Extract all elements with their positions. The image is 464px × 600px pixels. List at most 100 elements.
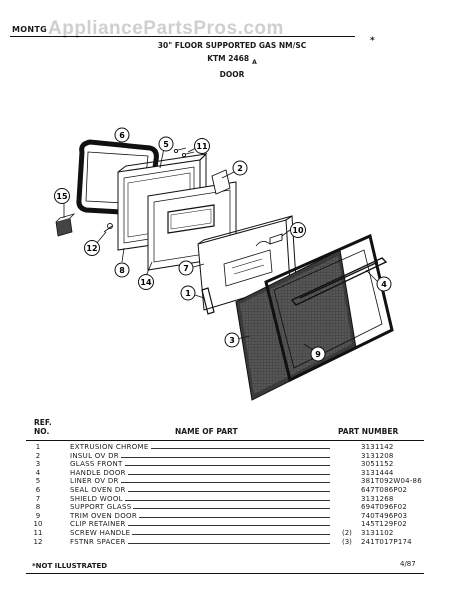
table-row: 3 GLASS FRONT 3051152 [0,460,464,469]
part-handle-door [290,257,388,306]
ref-no: 2 [35,451,41,460]
brand-label: MONTG [12,25,47,34]
callout-15: 15 [54,188,70,204]
ref-no: 5 [35,477,41,486]
column-header-ref-line1: REF. [34,418,52,427]
column-header-name: NAME OF PART [175,427,238,436]
table-row: 4 HANDLE DOOR 3131444 [0,468,464,478]
part-clip-retainer [269,233,283,245]
part-name: TRIM OVEN DOOR [70,511,140,521]
part-extrusion-chrome [201,287,215,315]
svg-text:2: 2 [237,164,243,173]
callout-11: 11 [194,138,210,154]
table-row: 11 SCREW HANDLE (2) 3131102 [0,528,464,538]
ref-no: 11 [33,528,43,537]
svg-text:15: 15 [56,192,68,201]
footnote: *NOT ILLUSTRATED [32,562,108,570]
callout-12: 12 [84,240,100,256]
table-header-rule [26,440,424,441]
column-header-ref: REF. NO. [34,418,52,436]
column-header-part-number: PART NUMBER [338,427,399,436]
part-qty: (3) [341,537,353,547]
svg-text:3: 3 [229,336,235,345]
part-name: CLIP RETAINER [70,520,128,529]
callout-1: 1 [180,285,196,301]
section-title: DOOR [219,70,245,79]
column-header-ref-line2: NO. [34,427,50,436]
part-name: SCREW HANDLE [70,528,133,538]
part-block [55,213,76,237]
revision-date: 4/87 [400,560,416,568]
part-name: SEAL OVEN DR [70,485,128,495]
svg-text:7: 7 [183,264,189,273]
svg-text:12: 12 [86,244,97,253]
callout-6: 6 [114,127,130,143]
callout-10: 10 [290,222,306,238]
part-number: 740T496P03 [361,511,408,520]
callout-9: 9 [310,346,326,362]
callout-3: 3 [224,332,240,348]
table-row: 9 TRIM OVEN DOOR 740T496P03 [0,511,464,521]
page-title: 30" FLOOR SUPPORTED GAS NM/SC [157,41,307,50]
part-name: HANDLE DOOR [70,468,128,478]
svg-text:14: 14 [140,278,152,287]
callout-5: 5 [158,136,174,152]
watermark: AppliancePartsPros.com [48,18,284,39]
part-name: INSUL OV DR [70,451,121,461]
part-name: SUPPORT GLASS [70,503,134,512]
ref-no: 9 [35,511,41,520]
svg-text:11: 11 [196,142,208,151]
ref-no: 4 [35,468,41,477]
part-number: 3131208 [361,451,394,460]
ref-no: 12 [33,537,43,546]
table-row: 6 SEAL OVEN DR 647T086P02 [0,485,464,495]
callout-4: 4 [376,276,392,292]
part-number: 381T092W04-86 [361,477,422,486]
part-fastener-spacer [103,223,113,233]
part-qty: (2) [341,528,353,538]
part-number: 3131102 [361,528,394,537]
part-number: 3131142 [361,443,394,451]
footer-rule [26,573,424,574]
table-row: 10 CLIP RETAINER 145T129F02 [0,520,464,529]
table-row: 1 EXTRUSION CHROME 3131142 [0,443,464,452]
part-name: GLASS FRONT [70,460,125,469]
callout-bubbles: 6 5 11 2 15 12 8 14 7 1 10 4 3 9 [54,127,392,362]
model-label: KTM 2468 [207,54,250,63]
svg-text:1: 1 [185,289,191,298]
part-screws [173,147,195,158]
svg-text:6: 6 [119,131,125,140]
callout-2: 2 [232,160,248,176]
header-rule [10,36,355,37]
svg-text:9: 9 [315,350,321,359]
part-name: EXTRUSION CHROME [70,443,151,452]
ref-no: 6 [35,485,41,494]
part-number: 3051152 [361,460,394,469]
ref-no: 10 [33,520,43,529]
part-name: SHIELD WOOL [70,494,125,504]
ref-no: 8 [35,503,41,512]
ref-no: 3 [35,460,41,469]
callout-14: 14 [138,274,154,290]
ref-no: 1 [35,443,41,451]
part-number: 3131444 [361,468,394,477]
svg-text:5: 5 [163,140,169,149]
exploded-door-diagram: 6 5 11 2 15 12 8 14 7 1 10 4 3 9 [54,127,394,401]
part-number: 3131268 [361,494,394,503]
parts-table: 1 EXTRUSION CHROME 3131142 2 INSUL OV DR 313… [0,443,464,547]
part-name: FSTNR SPACER [70,537,128,547]
model-suffix: A [252,59,257,66]
svg-text:10: 10 [292,226,304,235]
callout-8: 8 [114,262,130,278]
part-number: 647T086P02 [361,485,408,494]
table-row: 12 FSTNR SPACER (3) 241T017P174 [0,537,464,547]
header-marker: * [370,36,375,46]
part-number: 145T129F02 [361,520,407,529]
ref-no: 7 [35,494,41,503]
callout-7: 7 [178,260,194,276]
part-number: 241T017P174 [361,537,412,546]
part-trim-oven-door [264,233,394,383]
